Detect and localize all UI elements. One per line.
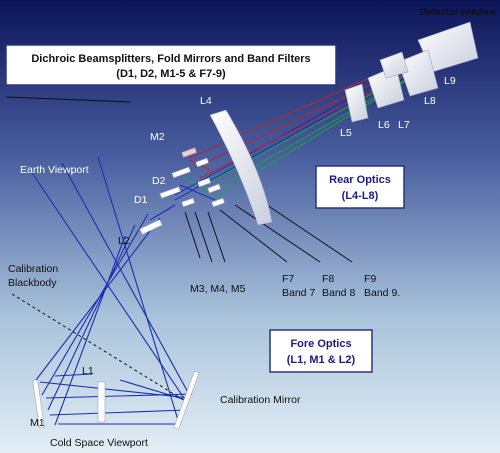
mirror-m1 xyxy=(32,379,45,429)
label-l1: L1 xyxy=(82,365,94,377)
title-line-2: (D1, D2, M1-5 & F7-9) xyxy=(116,68,226,80)
lens-l5 xyxy=(344,83,369,123)
label-l6: L6 xyxy=(378,119,390,131)
fore-optics-box: Fore Optics (L1, M1 & L2) xyxy=(269,329,373,373)
mirror-m2 xyxy=(181,147,197,158)
lens-l7b xyxy=(379,51,409,79)
label-d2: D2 xyxy=(152,175,166,187)
band-9-label: Band 9. xyxy=(364,287,400,299)
beamsplitter-d1 xyxy=(159,186,181,199)
label-l4: L4 xyxy=(200,95,212,107)
fore-optics-rays xyxy=(29,156,193,426)
lens-l8 xyxy=(397,49,439,97)
rear-optics-line-1: Rear Optics xyxy=(329,174,391,186)
calibration-label-2: Blackbody xyxy=(8,277,57,289)
filter-c xyxy=(181,197,196,208)
beamsplitter-d2 xyxy=(171,166,191,179)
optical-elements xyxy=(32,21,479,430)
calibration-mirror-label: Calibration Mirror xyxy=(220,394,301,406)
f8-label: F8 xyxy=(322,273,334,285)
f7-label: F7 xyxy=(282,273,294,285)
calibration-mirror-element xyxy=(173,370,200,430)
m3-m4-m5-label: M3, M4, M5 xyxy=(190,283,246,295)
label-l5: L5 xyxy=(340,127,352,139)
rear-optics-line-2: (L4-L8) xyxy=(342,190,379,202)
fore-optics-line-2: (L1, M1 & L2) xyxy=(287,354,356,366)
lens-l4 xyxy=(209,109,273,226)
title-line-1: Dichroic Beamsplitters, Fold Mirrors and… xyxy=(31,53,310,65)
band-8-label: Band 8 xyxy=(322,287,355,299)
lens-l1 xyxy=(97,381,106,423)
blackbody-dashed-line xyxy=(11,293,191,405)
f9-label: F9 xyxy=(364,273,376,285)
label-d1: D1 xyxy=(134,194,148,206)
label-l8: L8 xyxy=(424,95,436,107)
label-l2: L2 xyxy=(118,235,130,247)
fore-optics-line-1: Fore Optics xyxy=(290,338,351,350)
lens-l2 xyxy=(139,219,163,235)
mirror-small-b xyxy=(197,177,212,188)
filter-b xyxy=(211,197,226,208)
cold-space-viewport-label: Cold Space Viewport xyxy=(50,437,148,449)
label-l9: L9 xyxy=(444,75,456,87)
filter-a xyxy=(207,183,222,194)
leader-lines xyxy=(5,96,353,263)
band-7-label: Band 7 xyxy=(282,287,315,299)
mirror-small-a xyxy=(195,157,210,168)
title-box: Dichroic Beamsplitters, Fold Mirrors and… xyxy=(5,44,337,86)
detector-window-label: Detector window xyxy=(420,7,497,18)
label-l7: L7 xyxy=(398,119,410,131)
rear-optics-box: Rear Optics (L4-L8) xyxy=(315,165,405,209)
calibration-label-1: Calibration xyxy=(8,263,58,275)
earth-viewport-label: Earth Viewport xyxy=(20,164,89,176)
label-m1: M1 xyxy=(30,417,45,429)
label-m2: M2 xyxy=(150,131,165,143)
